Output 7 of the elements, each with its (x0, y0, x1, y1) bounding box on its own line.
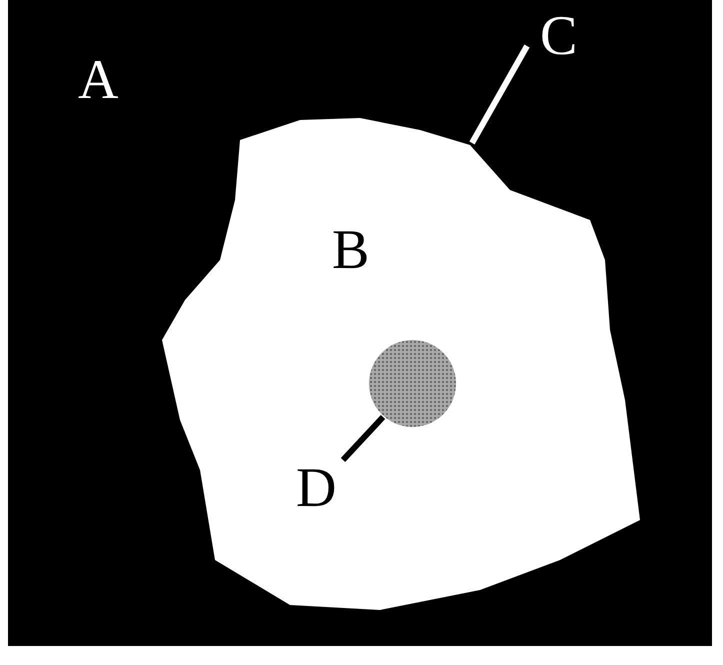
part-label: D (296, 460, 336, 516)
region-label: B (332, 222, 370, 278)
leader-line (469, 44, 530, 144)
part-label: C (540, 8, 578, 64)
leader-line (340, 414, 386, 462)
background-region (8, 0, 712, 646)
region-label: A (78, 52, 118, 108)
